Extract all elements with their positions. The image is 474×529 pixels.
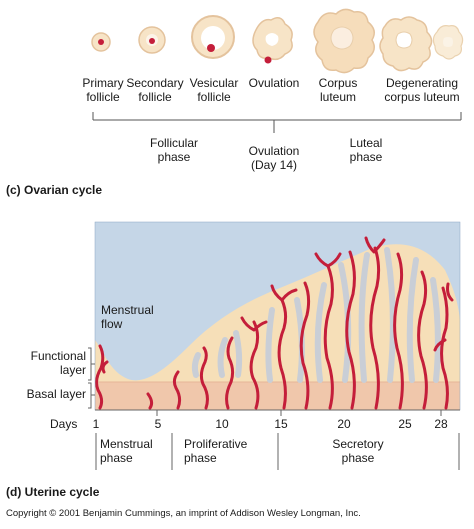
spiral-arteries xyxy=(95,236,454,410)
basal-layer-label: Basal layer xyxy=(26,387,86,401)
ovarian-cycle-caption: (c) Ovarian cycle xyxy=(6,183,103,197)
follicle-illustrations xyxy=(91,8,464,74)
corpus-luteum-illustration xyxy=(313,8,375,74)
primary-follicle-illustration xyxy=(91,32,111,52)
degenerated-follicle-illustration xyxy=(432,25,464,60)
uterine-panel xyxy=(88,221,461,470)
secondary-follicle-illustration xyxy=(138,26,166,54)
days-axis xyxy=(95,409,460,416)
degenerating-corpus-luteum-illustration xyxy=(379,16,433,72)
uterine-phase-dividers xyxy=(95,433,460,470)
vesicular-follicle-illustration xyxy=(191,15,235,59)
endometrium-functional-layer xyxy=(95,244,460,410)
ovarian-phase-ovulation: Ovulation(Day 14) xyxy=(248,144,300,172)
ovarian-phase-bracket xyxy=(92,112,462,133)
day-tick-10: 10 xyxy=(215,417,229,431)
layer-label-brackets xyxy=(88,347,95,409)
uterine-cycle-caption: (d) Uterine cycle xyxy=(6,485,100,499)
day-tick-1: 1 xyxy=(92,417,100,431)
days-label: Days xyxy=(50,417,78,431)
day-tick-20: 20 xyxy=(337,417,351,431)
stage-label-ovulation: Ovulation xyxy=(248,76,300,90)
day-tick-5: 5 xyxy=(154,417,162,431)
ovulation-illustration xyxy=(252,17,293,64)
day-tick-15: 15 xyxy=(274,417,288,431)
copyright-notice: Copyright © 2001 Benjamin Cummings, an i… xyxy=(6,508,361,519)
day-tick-28: 28 xyxy=(434,417,448,431)
day-tick-25: 25 xyxy=(398,417,412,431)
uterine-glands xyxy=(191,247,441,383)
